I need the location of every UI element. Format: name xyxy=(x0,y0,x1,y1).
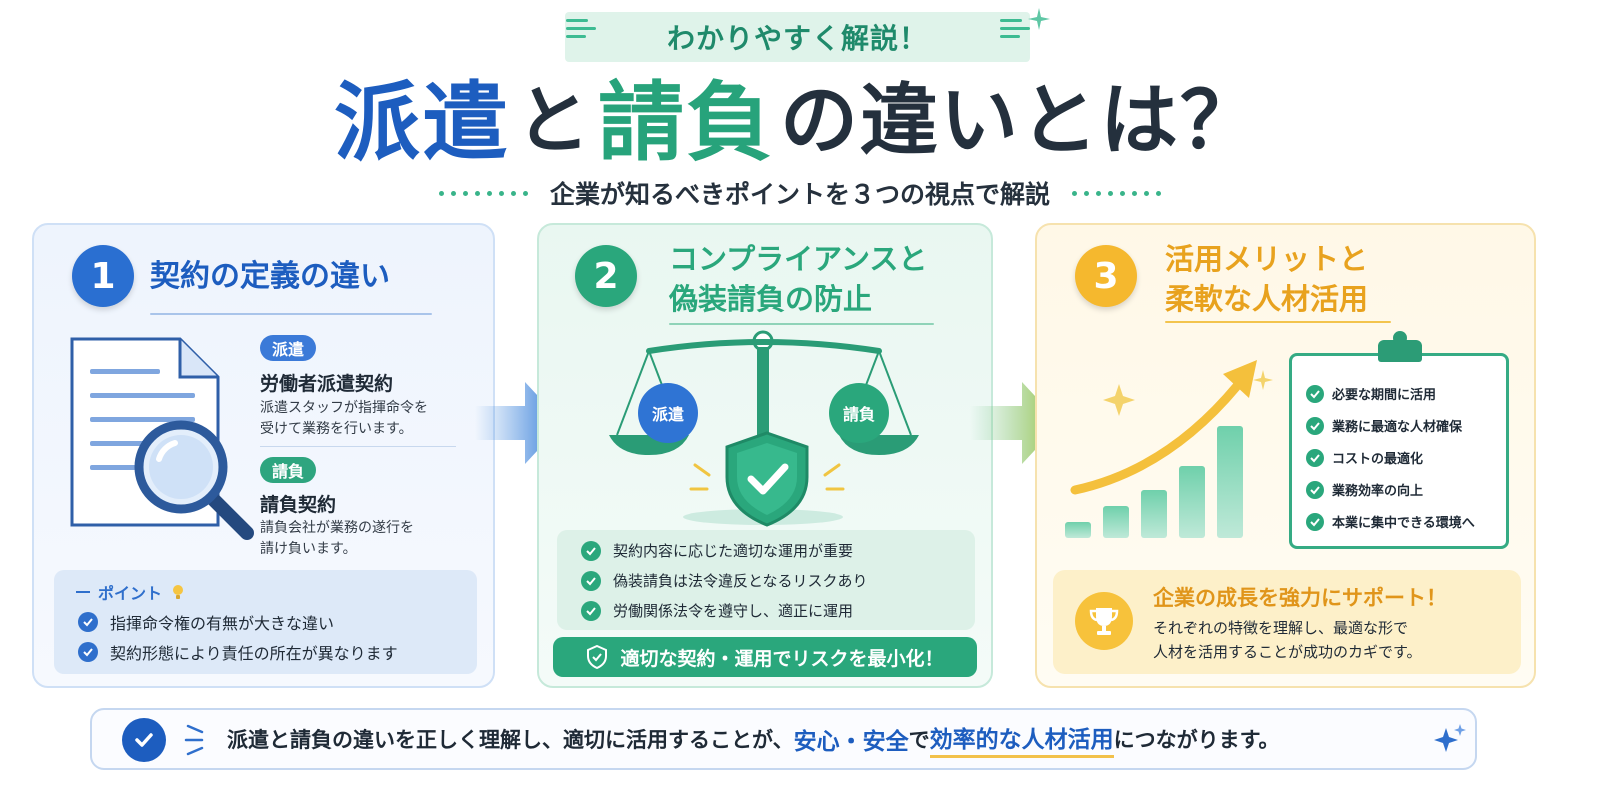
check-circle-icon xyxy=(122,718,166,762)
tag-haken: 派遣 xyxy=(260,335,317,361)
benefit-item: コストの最適化 xyxy=(1306,448,1423,467)
check-item: 労働関係法令を遵守し、適正に運用 xyxy=(581,600,853,621)
benefit-item: 業務効率の向上 xyxy=(1306,480,1423,499)
magnifier-icon xyxy=(134,420,254,540)
scale-left-disc: 派遣 xyxy=(638,383,698,443)
check-item: 契約内容に応じた適切な運用が重要 xyxy=(581,540,853,561)
check-icon xyxy=(78,642,98,662)
title-ukeoi: 請負 xyxy=(597,72,774,173)
point-label-text: ポイント xyxy=(98,584,163,603)
clipboard-icon: 必要な期間に活用 業務に最適な人材確保 コストの最適化 業務効率の向上 本業に集… xyxy=(1289,331,1509,549)
compliance-check-list: 契約内容に応じた適切な運用が重要 偽装請負は法令違反となるリスクあり 労働関係法… xyxy=(557,530,975,630)
section-number-2: 2 xyxy=(575,245,637,307)
dots-left-icon xyxy=(438,190,528,196)
divider xyxy=(260,446,456,447)
check-icon xyxy=(1306,512,1324,531)
section3-title-line2: 柔軟な人材活用 xyxy=(1165,282,1369,316)
growth-bar xyxy=(1103,506,1129,538)
growth-arrow-icon xyxy=(1070,381,1242,495)
ribbon-left-lines-icon xyxy=(566,14,596,43)
check-icon xyxy=(1306,416,1324,435)
section1-underline xyxy=(150,313,432,315)
compliance-banner: 適切な契約・運用でリスクを最小化！ xyxy=(553,637,977,677)
lightbulb-icon xyxy=(173,585,184,599)
check-icon xyxy=(581,600,601,621)
growth-bar xyxy=(1141,490,1167,538)
benefit-item: 本業に集中できる環境へ xyxy=(1306,512,1475,531)
ukeoi-desc-2: 請け負います。 xyxy=(260,541,357,557)
haken-desc-2: 受けて業務を行います。 xyxy=(260,421,413,437)
section-card-contract: 1 契約の定義の違い 派遣 労働者派遣契約 派遣スタッフが指揮命令を 受けて業務… xyxy=(32,223,495,688)
banner-text: 適切な契約・運用でリスクを最小化！ xyxy=(620,647,944,670)
check-icon xyxy=(78,612,98,632)
growth-bar xyxy=(1065,522,1091,538)
support-heading: 企業の成長を強力にサポート！ xyxy=(1153,586,1447,610)
support-desc: それぞれの特徴を理解し、最適な形で 人材を活用することが成功のカギです。 xyxy=(1153,619,1422,661)
trophy-icon xyxy=(1075,592,1133,650)
point-label: ポイント xyxy=(76,580,186,604)
growth-bar xyxy=(1217,426,1243,538)
point-box: ポイント 指揮命令権の有無が大きな違い 契約形態により責任の所在が異なります xyxy=(54,570,477,674)
check-item: 偽装請負は法令違反となるリスクあり xyxy=(581,570,868,591)
shine-lines-icon xyxy=(689,463,845,491)
growth-bar xyxy=(1179,466,1205,538)
point-item: 契約形態により責任の所在が異なります xyxy=(78,640,398,664)
scale-icon xyxy=(609,330,919,525)
page-title: 派遣 と 請負 の違いとは？ xyxy=(0,58,1600,173)
sparkle-icon xyxy=(1028,8,1050,30)
check-icon xyxy=(1306,384,1324,403)
section1-title: 契約の定義の違い xyxy=(150,259,390,294)
haken-heading: 労働者派遣契約 xyxy=(260,373,394,395)
tag-ukeoi: 請負 xyxy=(260,457,317,483)
ribbon-right-lines-icon xyxy=(1000,14,1030,43)
support-box: 企業の成長を強力にサポート！ それぞれの特徴を理解し、最適な形で 人材を活用する… xyxy=(1053,570,1521,674)
title-rest: の違いとは？ xyxy=(779,76,1260,166)
section-card-compliance: 2 コンプライアンスと 偽装請負の防止 派遣 請負 契約内容に応じた適切な運用が… xyxy=(537,223,993,688)
shield-check-icon xyxy=(725,431,809,527)
spark-lines-icon xyxy=(184,724,204,756)
section3-underline xyxy=(1165,321,1391,323)
section2-underline xyxy=(669,323,934,325)
clipboard-clip xyxy=(1378,331,1422,362)
ukeoi-desc-1: 請負会社が業務の遂行を xyxy=(260,520,414,536)
header-ribbon: わかりやすく解説！ xyxy=(565,12,1030,62)
sparkle-icon xyxy=(1103,384,1135,416)
section-card-benefits: 3 活用メリットと 柔軟な人材活用 必要な期間に活用 業務に最適な人材確保 コス… xyxy=(1035,223,1536,688)
check-icon xyxy=(1306,448,1324,467)
point-item: 指揮命令権の有無が大きな違い xyxy=(78,610,334,634)
section2-title-line1: コンプライアンスと xyxy=(669,242,928,276)
check-icon xyxy=(1306,480,1324,499)
sparkle-icon xyxy=(1434,724,1466,752)
footer-summary: 派遣と請負の違いを正しく理解し、適切に活用することが、 安心・安全 で 効率的な… xyxy=(90,708,1477,770)
page-subtitle: 企業が知るべきポイントを３つの視点で解説 xyxy=(0,172,1600,214)
dots-right-icon xyxy=(1072,190,1161,196)
section2-title-line2: 偽装請負の防止 xyxy=(669,282,873,316)
highlight-safe: 安心・安全 xyxy=(793,729,909,755)
ukeoi-heading: 請負契約 xyxy=(260,494,337,516)
highlight-efficient: 効率的な人材活用 xyxy=(929,720,1114,758)
title-haken: 派遣 xyxy=(333,72,510,173)
title-to: と xyxy=(515,77,592,164)
footer-text: 派遣と請負の違いを正しく理解し、適切に活用することが、 安心・安全 で 効率的な… xyxy=(227,710,1279,768)
section-number-3: 3 xyxy=(1075,245,1137,307)
check-icon xyxy=(581,540,601,561)
benefit-item: 業務に最適な人材確保 xyxy=(1306,416,1462,435)
shield-icon xyxy=(587,645,608,669)
subtitle-text: 企業が知るべきポイントを３つの視点で解説 xyxy=(549,180,1050,209)
section3-title-line1: 活用メリットと xyxy=(1165,242,1369,276)
benefit-item: 必要な期間に活用 xyxy=(1306,384,1436,403)
growth-chart xyxy=(1065,360,1273,538)
haken-desc-1: 派遣スタッフが指揮命令を xyxy=(260,400,428,416)
section-number-1: 1 xyxy=(72,245,134,307)
check-icon xyxy=(581,570,601,591)
scale-right-disc: 請負 xyxy=(829,383,889,443)
ribbon-text: わかりやすく解説！ xyxy=(666,22,928,55)
sparkle-icon xyxy=(1253,370,1273,390)
